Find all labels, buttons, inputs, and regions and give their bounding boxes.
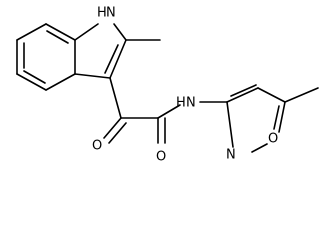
isoxazole-oxygen-label: O	[268, 132, 278, 147]
bond	[113, 23, 127, 41]
bond	[74, 73, 111, 79]
structure-canvas: H N O O H N N O	[16, 6, 319, 165]
bond	[257, 87, 286, 103]
indole-nh-h-label: H	[97, 6, 107, 21]
chemical-structure-diagram: H N O O H N N O	[16, 6, 319, 165]
pyrrole-ring	[74, 23, 161, 79]
aromatic-inner-bond	[23, 70, 46, 84]
bond	[16, 23, 47, 41]
bond	[109, 39, 127, 79]
indole-n-label: N	[106, 6, 116, 21]
glyoxamide-linker	[103, 77, 181, 144]
aromatic-inner-bond	[104, 44, 119, 74]
isoxazole-ring	[199, 84, 319, 153]
isoxazole-nitrogen-label: N	[226, 148, 236, 163]
aromatic-inner-bond	[230, 84, 257, 97]
bond	[45, 73, 76, 91]
bond	[226, 101, 234, 148]
aromatic-inner-bond	[46, 30, 69, 44]
ketone-double-bond	[103, 117, 122, 139]
amide-oxygen-label: O	[156, 150, 166, 165]
bond	[16, 73, 47, 91]
methyl-bond	[284, 87, 319, 103]
bond	[74, 23, 99, 41]
ketone-oxygen-label: O	[92, 139, 102, 154]
ketone-double-bond	[108, 122, 127, 144]
amide-n-label: N	[186, 96, 196, 111]
bond	[109, 77, 122, 119]
bond	[226, 87, 259, 103]
bond	[45, 23, 76, 41]
aromatic-inner-bond	[273, 105, 280, 130]
bond	[251, 143, 268, 153]
amide-nh-h-label: H	[176, 96, 186, 111]
benzene-ring	[16, 23, 76, 91]
bond	[278, 101, 286, 133]
bond	[157, 104, 181, 119]
